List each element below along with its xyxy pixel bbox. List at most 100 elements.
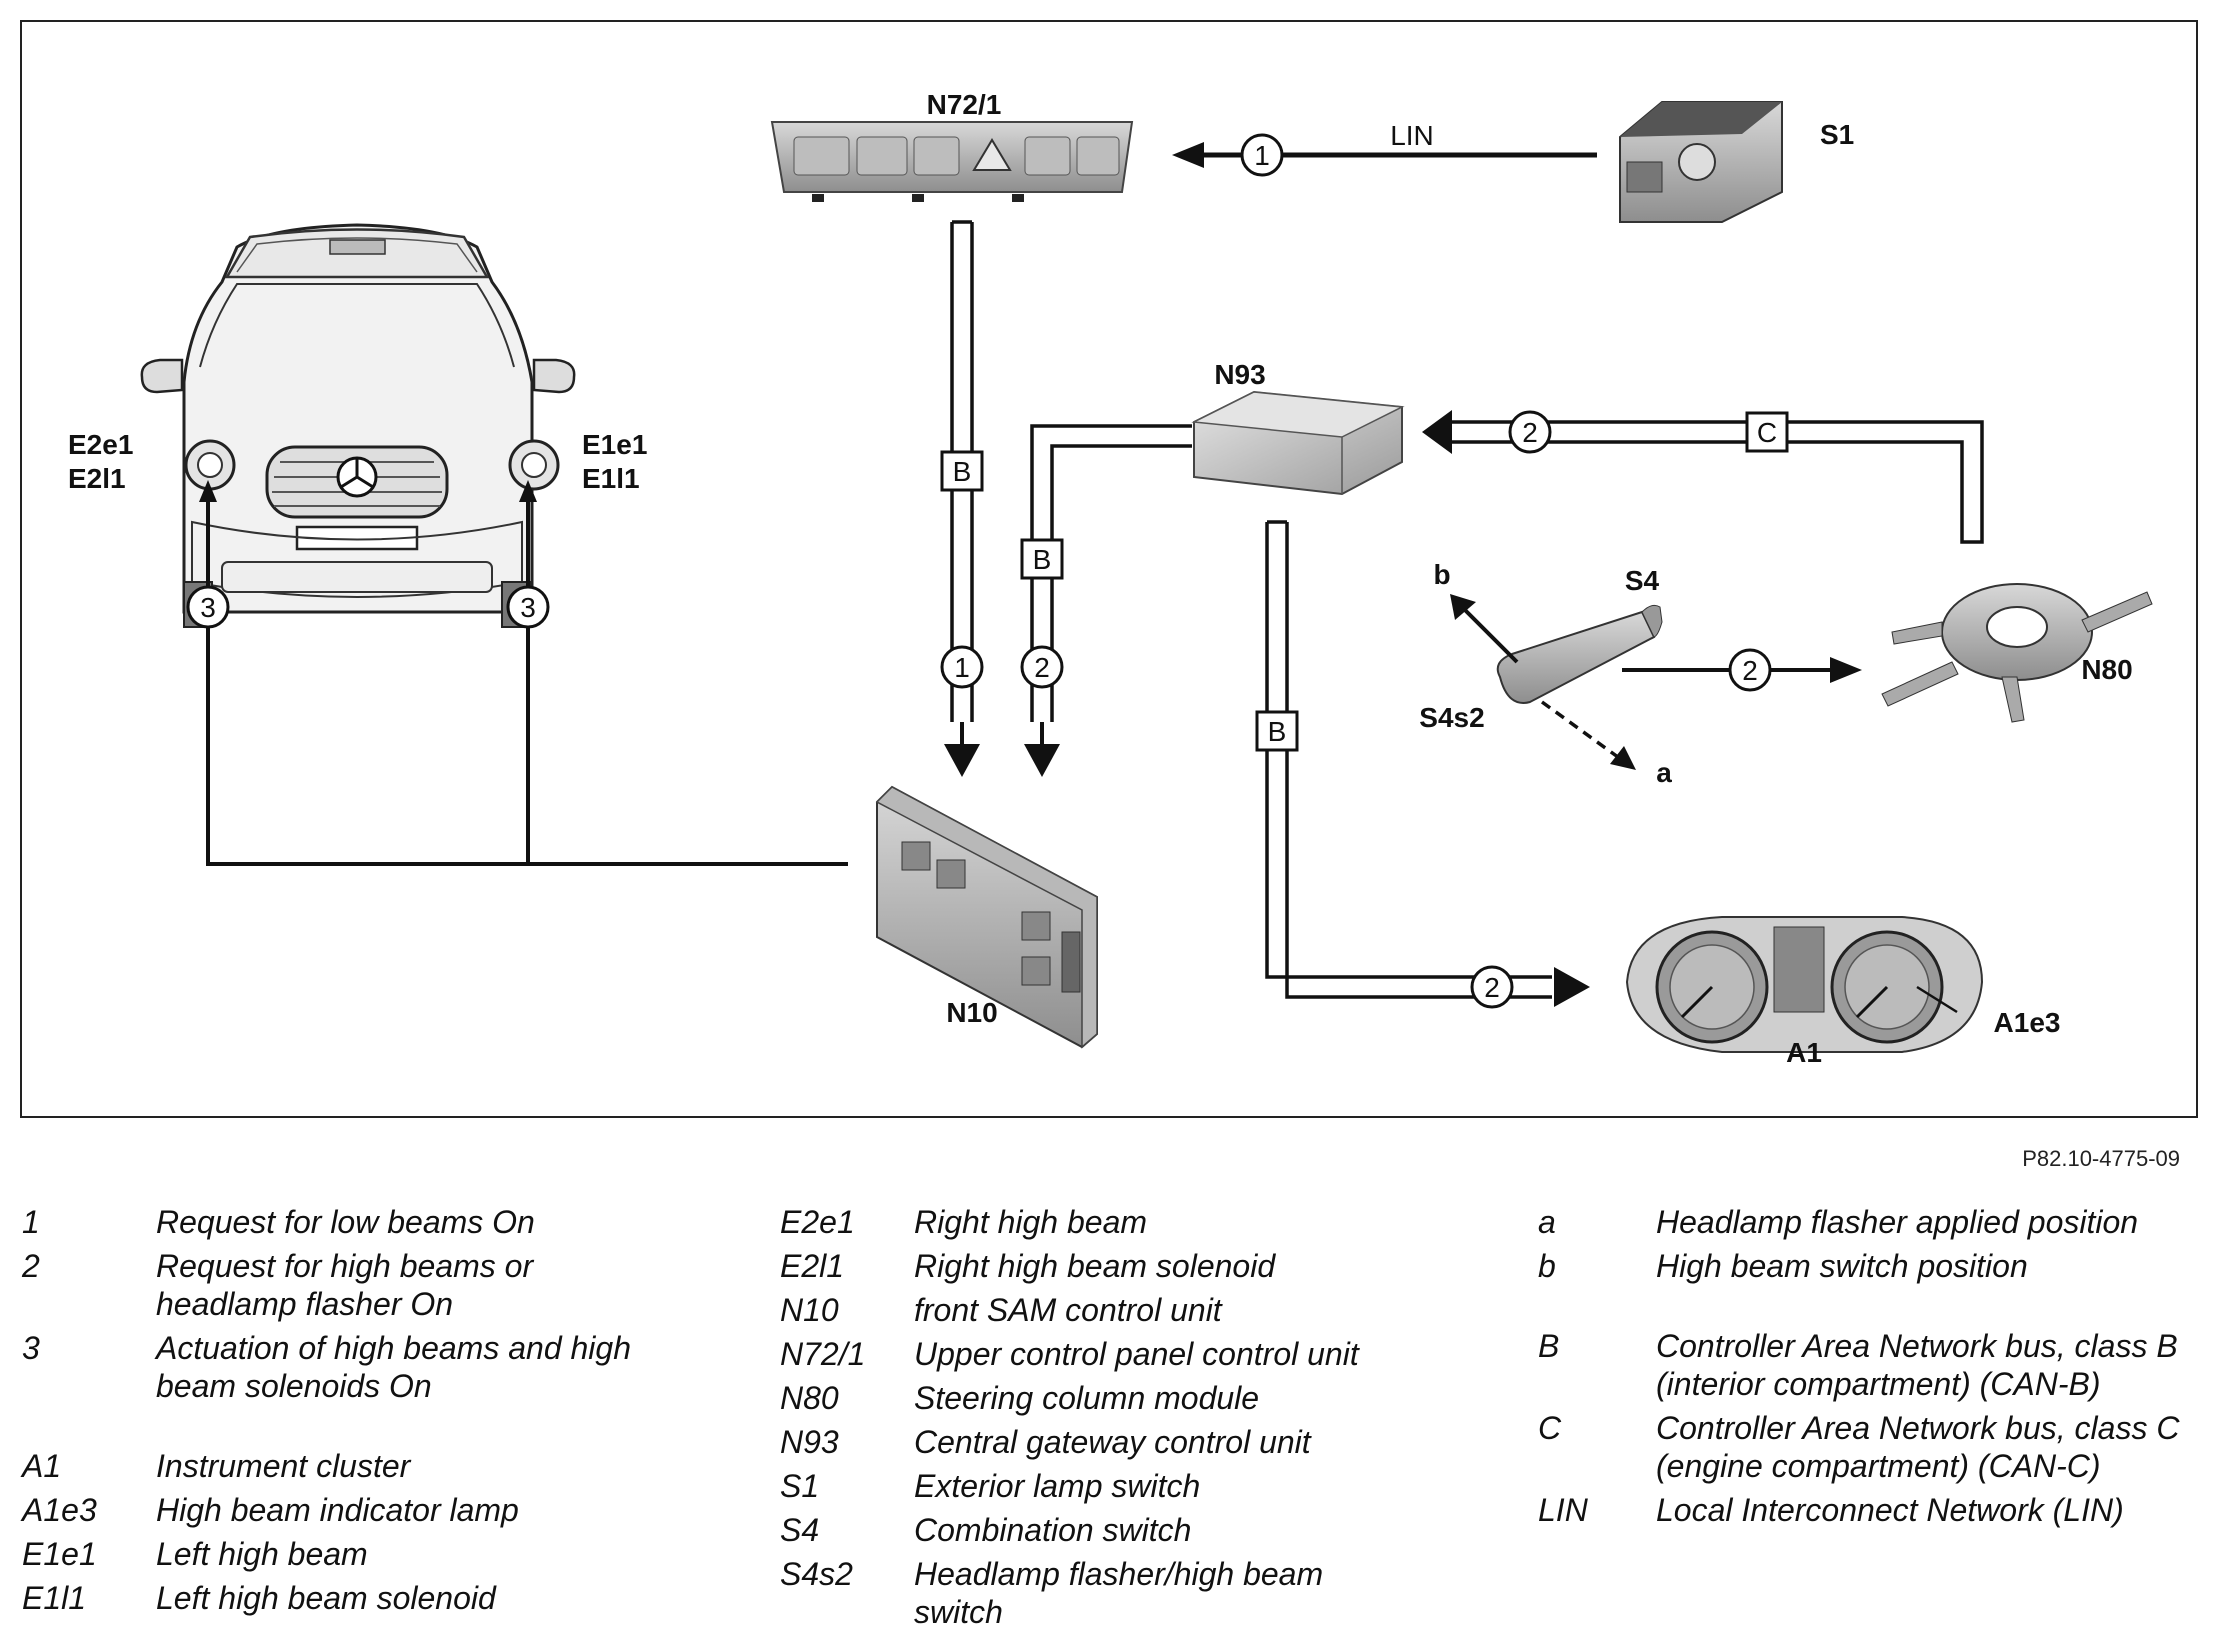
component-labels: N72/1 S1 LIN N93 E2e1 E2l1 E1e1 E1l1 S4 …: [68, 89, 2133, 1068]
s4-to-n80-connection: [1622, 657, 1862, 683]
badge-3-left: 3: [200, 592, 216, 623]
badge-2-a1: 2: [1484, 972, 1500, 1003]
legend-key: S1: [780, 1468, 820, 1504]
bus-arrow-stems: [960, 722, 1044, 744]
label-a1e3: A1e3: [1994, 1007, 2061, 1038]
legend-value: High beam switch position: [1656, 1248, 2028, 1284]
legend-item: 1 Request for low beams On: [22, 1203, 702, 1241]
badge-2-down: 2: [1034, 652, 1050, 683]
legend-key: C: [1538, 1410, 1562, 1446]
label-e2l1: E2l1: [68, 463, 126, 494]
legend-value: High beam indicator lamp: [156, 1492, 519, 1528]
legend-value: Steering column module: [914, 1380, 1260, 1416]
n80-steering-column-module: [1881, 583, 2153, 723]
legend-key: E1e1: [22, 1536, 97, 1572]
label-e1e1: E1e1: [582, 429, 647, 460]
legend-item: N80 Steering column module: [780, 1379, 1420, 1417]
legend-key: E2e1: [780, 1204, 855, 1240]
bus-class-boxes: B B B C: [940, 411, 1789, 752]
legend-value: Upper control panel control unit: [914, 1336, 1359, 1372]
n72-1-upper-control-panel: [770, 121, 1134, 202]
legend-key: A1: [22, 1448, 62, 1484]
legend-value: Exterior lamp switch: [914, 1468, 1201, 1504]
legend-value: Request for high beams or headlamp flash…: [156, 1248, 534, 1322]
connection-number-badges: 1 2 3 3 1 2 2 2: [186, 133, 1772, 1009]
legend-item: A1e3 High beam indicator lamp: [22, 1491, 702, 1529]
legend-item: N72/1 Upper control panel control unit: [780, 1335, 1420, 1373]
n93-central-gateway: [1191, 390, 1405, 496]
bus-arrows: [944, 410, 1590, 1007]
legend-column-1: 1 Request for low beams On 2 Request for h…: [22, 1203, 702, 1617]
legend-value: Local Interconnect Network (LIN): [1656, 1492, 2124, 1528]
legend-value: Controller Area Network bus, class C (en…: [1656, 1410, 2180, 1484]
label-n80: N80: [2081, 654, 2132, 685]
legend-key: N93: [780, 1424, 839, 1460]
legend-item: C Controller Area Network bus, class C (e…: [1538, 1409, 2198, 1485]
bus-b-n72: B: [953, 456, 972, 487]
legend-key: 1: [22, 1204, 40, 1240]
legend-item: b High beam switch position: [1538, 1247, 2198, 1285]
s1-exterior-lamp-switch: [1619, 101, 1783, 223]
label-s4s2: S4s2: [1419, 702, 1484, 733]
n10-front-sam: [875, 785, 1098, 1049]
label-n10: N10: [946, 997, 997, 1028]
badge-1-lin: 1: [1254, 140, 1270, 171]
a1-instrument-cluster: [1625, 916, 1984, 1053]
legend-value: Left high beam solenoid: [156, 1580, 496, 1616]
badge-1-down: 1: [954, 652, 970, 683]
legend-key: 3: [22, 1330, 40, 1366]
label-lin: LIN: [1390, 120, 1434, 151]
badge-2-top: 2: [1522, 417, 1538, 448]
label-a1: A1: [1786, 1037, 1822, 1068]
legend-key: A1e3: [22, 1492, 97, 1528]
legend-value: front SAM control unit: [914, 1292, 1222, 1328]
label-n93: N93: [1214, 359, 1265, 390]
legend-key: E1l1: [22, 1580, 87, 1616]
bus-b-n93-n10: B: [1033, 544, 1052, 575]
headlamp-arrows: [199, 480, 537, 602]
car-front-view: [140, 223, 576, 628]
legend-item: S4s2 Headlamp flasher/high beam switch: [780, 1555, 1420, 1631]
legend-item: S1 Exterior lamp switch: [780, 1467, 1420, 1505]
legend-value: Request for low beams On: [156, 1204, 535, 1240]
label-e2e1: E2e1: [68, 429, 133, 460]
legend-key: N72/1: [780, 1336, 866, 1372]
bus-b-n93-a1: B: [1268, 716, 1287, 747]
legend-value: Headlamp flasher applied position: [1656, 1204, 2139, 1240]
s4-combination-switch: [1496, 604, 1663, 704]
wire-n10-to-lamps: [206, 627, 848, 866]
legend-key: S4s2: [780, 1556, 853, 1592]
legend-key: B: [1538, 1328, 1560, 1364]
label-s1: S1: [1820, 119, 1854, 150]
bus-c: C: [1757, 417, 1777, 448]
badge-2-s4: 2: [1742, 655, 1758, 686]
figure-reference: P82.10-4775-09: [2022, 1146, 2180, 1171]
legend-key: b: [1538, 1248, 1556, 1284]
legend-item: E1l1 Left high beam solenoid: [22, 1579, 702, 1617]
legend-key: 2: [22, 1248, 40, 1284]
legend-value: Instrument cluster: [156, 1448, 411, 1484]
legend-key: S4: [780, 1512, 820, 1548]
s4-position-arrows: [1450, 594, 1636, 770]
label-a-position: a: [1656, 757, 1672, 788]
label-e1l1: E1l1: [582, 463, 640, 494]
legend-key: N80: [780, 1380, 839, 1416]
legend-key: E2l1: [780, 1248, 845, 1284]
legend-item: S4 Combination switch: [780, 1511, 1420, 1549]
label-b-position: b: [1433, 559, 1450, 590]
badge-3-right: 3: [520, 592, 536, 623]
legend-value: Combination switch: [914, 1512, 1192, 1548]
legend-value: Headlamp flasher/high beam switch: [914, 1556, 1324, 1630]
legend-item: 2 Request for high beams or headlamp flas…: [22, 1247, 702, 1323]
legend-key: N10: [780, 1292, 839, 1328]
wiring-diagram: 1 2 3 3 1 2 2 2 B B B C N72/1 S1 LIN N93…: [68, 89, 2153, 1068]
